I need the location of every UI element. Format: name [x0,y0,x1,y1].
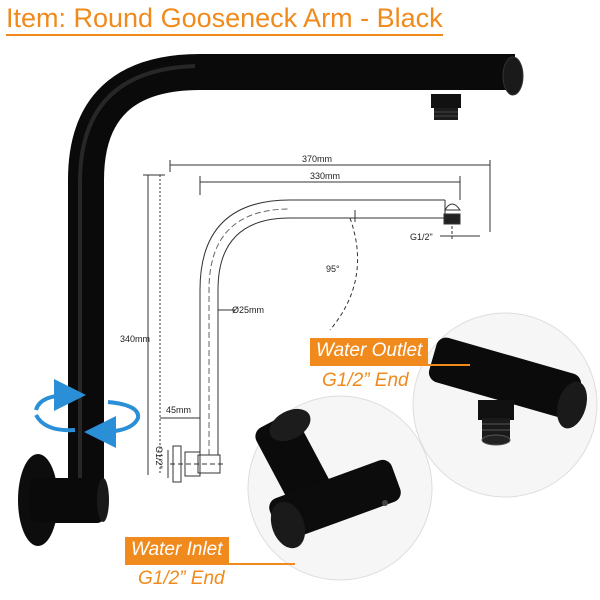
water-inlet-thread: G1/2” End [138,568,225,589]
gooseneck-arm [18,54,524,546]
outlet-closeup [412,312,598,498]
dim-outlet-thread: G1/2" [410,232,433,242]
water-inlet-label: Water Inlet [125,537,229,563]
water-outlet-label: Water Outlet [310,338,429,364]
dim-offset: 45mm [166,405,191,415]
dim-inner-width: 330mm [310,171,340,181]
dim-inlet-thread: G1/2" [154,446,164,469]
dim-diameter: Ø25mm [232,305,264,315]
technical-drawing [143,160,491,483]
water-inlet-underline [125,563,295,565]
dim-angle: 95° [326,264,340,274]
inlet-closeup [247,395,433,581]
dimension-labels: 370mm 330mm 340mm 45mm Ø25mm 95° G1/2" G… [120,154,433,469]
dim-total-width: 370mm [302,154,332,164]
page-title: Item: Round Gooseneck Arm - Black [6,2,443,36]
water-outlet-thread: G1/2” End [322,370,409,391]
rotate-arrow-icon [34,379,141,448]
dim-height: 340mm [120,334,150,344]
water-outlet-underline [310,364,470,366]
